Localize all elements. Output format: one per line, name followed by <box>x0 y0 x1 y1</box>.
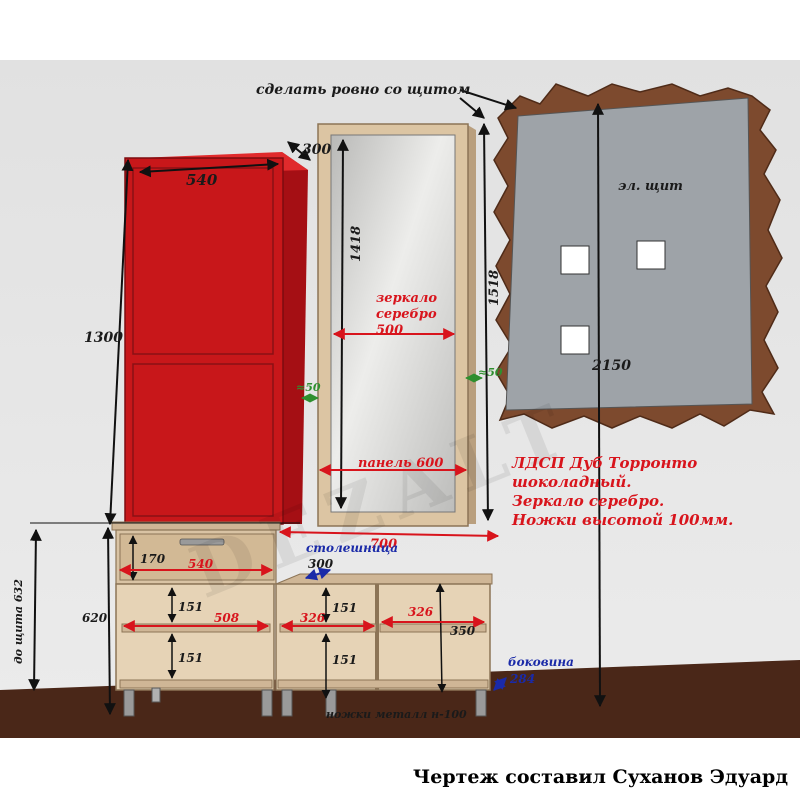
dim-line-bench-width <box>278 526 500 542</box>
dim-line-to-shield <box>28 528 42 692</box>
author-credit: Чертеж составил Суханов Эдуард <box>412 766 788 788</box>
shield-label: эл. щит <box>618 179 683 194</box>
bench-frame <box>275 583 491 691</box>
mirror-label-line1: зеркало <box>376 291 437 306</box>
drawer-height-label: 170 <box>140 552 166 566</box>
bench-top <box>275 573 493 585</box>
cabinet-height-label: 1300 <box>84 330 123 346</box>
note-line-3: Зеркало серебро. <box>512 492 664 510</box>
tabletop-label: столешница <box>306 541 398 555</box>
total-height-label: 2150 <box>591 358 631 374</box>
note-line-4: Ножки высотой 100мм. <box>511 511 733 529</box>
cabinet-front <box>124 157 284 525</box>
dim-line-cabinet-depth <box>287 141 311 161</box>
side-depth-label: 284 <box>509 672 535 686</box>
leg <box>281 689 293 717</box>
unit-height-label: 620 <box>82 611 108 625</box>
side-label: боковина <box>508 655 574 669</box>
dim-line-side-depth <box>493 677 507 691</box>
bench-height-label: 350 <box>450 624 476 638</box>
mirror-height-label: 1418 <box>349 226 364 262</box>
leg <box>475 689 487 717</box>
shelf-upper-left-label: 151 <box>178 600 203 614</box>
shelf-lower-mid-label: 151 <box>332 653 357 667</box>
mirror-label-line2: серебро <box>376 307 437 322</box>
cabinet-depth-label: 300 <box>302 142 331 158</box>
dim-line-unit-height <box>102 526 116 716</box>
dim-line-instruction <box>459 89 518 111</box>
shield-socket-3 <box>560 325 590 355</box>
instruction-label: сделать ровно со щитом <box>256 82 470 98</box>
leg <box>261 689 273 717</box>
shield-socket-1 <box>560 245 590 275</box>
offset-right-label: ≈50 <box>478 366 503 379</box>
note-line-2: шоколадный. <box>512 473 632 491</box>
cabinet-side <box>276 152 308 524</box>
shield-socket-2 <box>636 240 666 270</box>
dim-line-instruction-2 <box>459 97 485 119</box>
dim-line-panel-height <box>478 122 494 522</box>
left-bottom-board <box>119 679 273 689</box>
shelf-width-left-label: 508 <box>214 611 240 625</box>
leg <box>325 689 337 717</box>
dim-line-cabinet-height <box>104 158 134 526</box>
mirror-label-width: 500 <box>376 323 403 338</box>
tabletop-depth-label: 300 <box>308 557 334 571</box>
mirror-glass <box>330 134 456 513</box>
note-line-1: ЛДСП Дуб Торронто <box>511 454 697 472</box>
legs-label: ножки металл н-100 <box>326 708 467 721</box>
bench-width-label: 700 <box>370 537 397 552</box>
leg <box>123 689 135 717</box>
dim-line-cabinet-width <box>138 158 280 178</box>
shelf-lower-left-label: 151 <box>178 651 203 665</box>
dim-line-tabletop-depth <box>304 567 332 581</box>
panel-width-label: панель 600 <box>358 456 443 471</box>
drawer-handle[interactable] <box>179 538 225 546</box>
left-shelf-frame <box>115 583 275 691</box>
shelf-width-right-label: 326 <box>408 605 434 619</box>
panel-height-label: 1518 <box>487 270 502 306</box>
footer-background <box>0 738 800 800</box>
drawer-width-label: 540 <box>188 557 214 571</box>
cabinet-width-label: 540 <box>186 171 218 189</box>
shelf-upper-mid-label: 151 <box>332 601 357 615</box>
shelf-width-mid-label: 326 <box>300 611 326 625</box>
leg <box>151 687 161 703</box>
dim-line-mirror-height <box>335 138 349 510</box>
bench-bottom-board <box>277 679 489 689</box>
offset-left-label: ≈50 <box>296 381 321 394</box>
to-shield-label: до щита 632 <box>12 579 25 664</box>
dim-line-total-height <box>592 102 606 708</box>
dim-line-bench-height <box>435 583 447 693</box>
